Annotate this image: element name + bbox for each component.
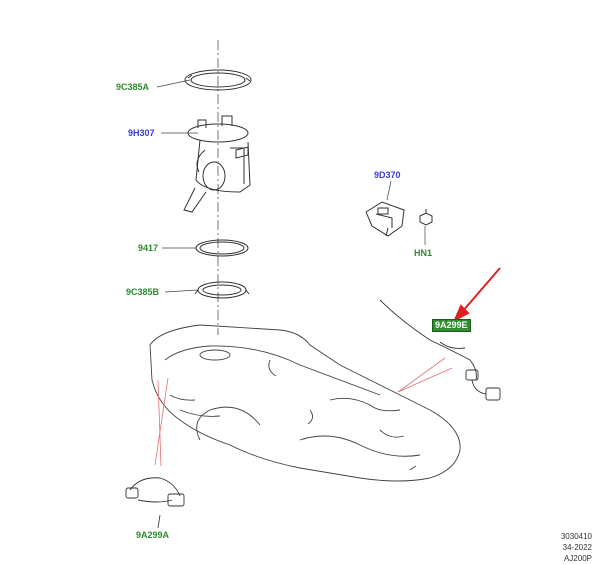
label-fuel-pump[interactable]: 9H307 (128, 128, 155, 138)
label-seal-bottom[interactable]: 9C385B (126, 287, 160, 297)
label-seal-top[interactable]: 9C385A (116, 82, 150, 92)
red-leaders (154, 357, 453, 467)
seal-top-part (184, 69, 252, 91)
lock-ring-part (195, 239, 249, 257)
fuel-tank-part (149, 324, 461, 482)
control-module-part (365, 201, 405, 237)
label-lock-ring[interactable]: 9417 (138, 243, 159, 253)
nut-part (419, 209, 433, 226)
fuel-pump-part (183, 115, 251, 213)
reference-code-3: AJ200P (563, 554, 592, 563)
red-arrow (452, 267, 501, 323)
label-nut[interactable]: HN1 (414, 248, 433, 258)
label-left-harness[interactable]: 9A299A (136, 530, 170, 540)
leader-lines (156, 79, 426, 293)
label-right-harness-highlighted[interactable]: 9A299E (432, 319, 471, 332)
reference-code-1: 3030410 (560, 532, 592, 541)
right-harness-part (379, 299, 501, 401)
left-harness-part (125, 477, 185, 529)
reference-code-2: 34-2022 (562, 543, 592, 552)
seal-bottom-part (194, 281, 250, 299)
label-control-module[interactable]: 9D370 (374, 170, 401, 180)
